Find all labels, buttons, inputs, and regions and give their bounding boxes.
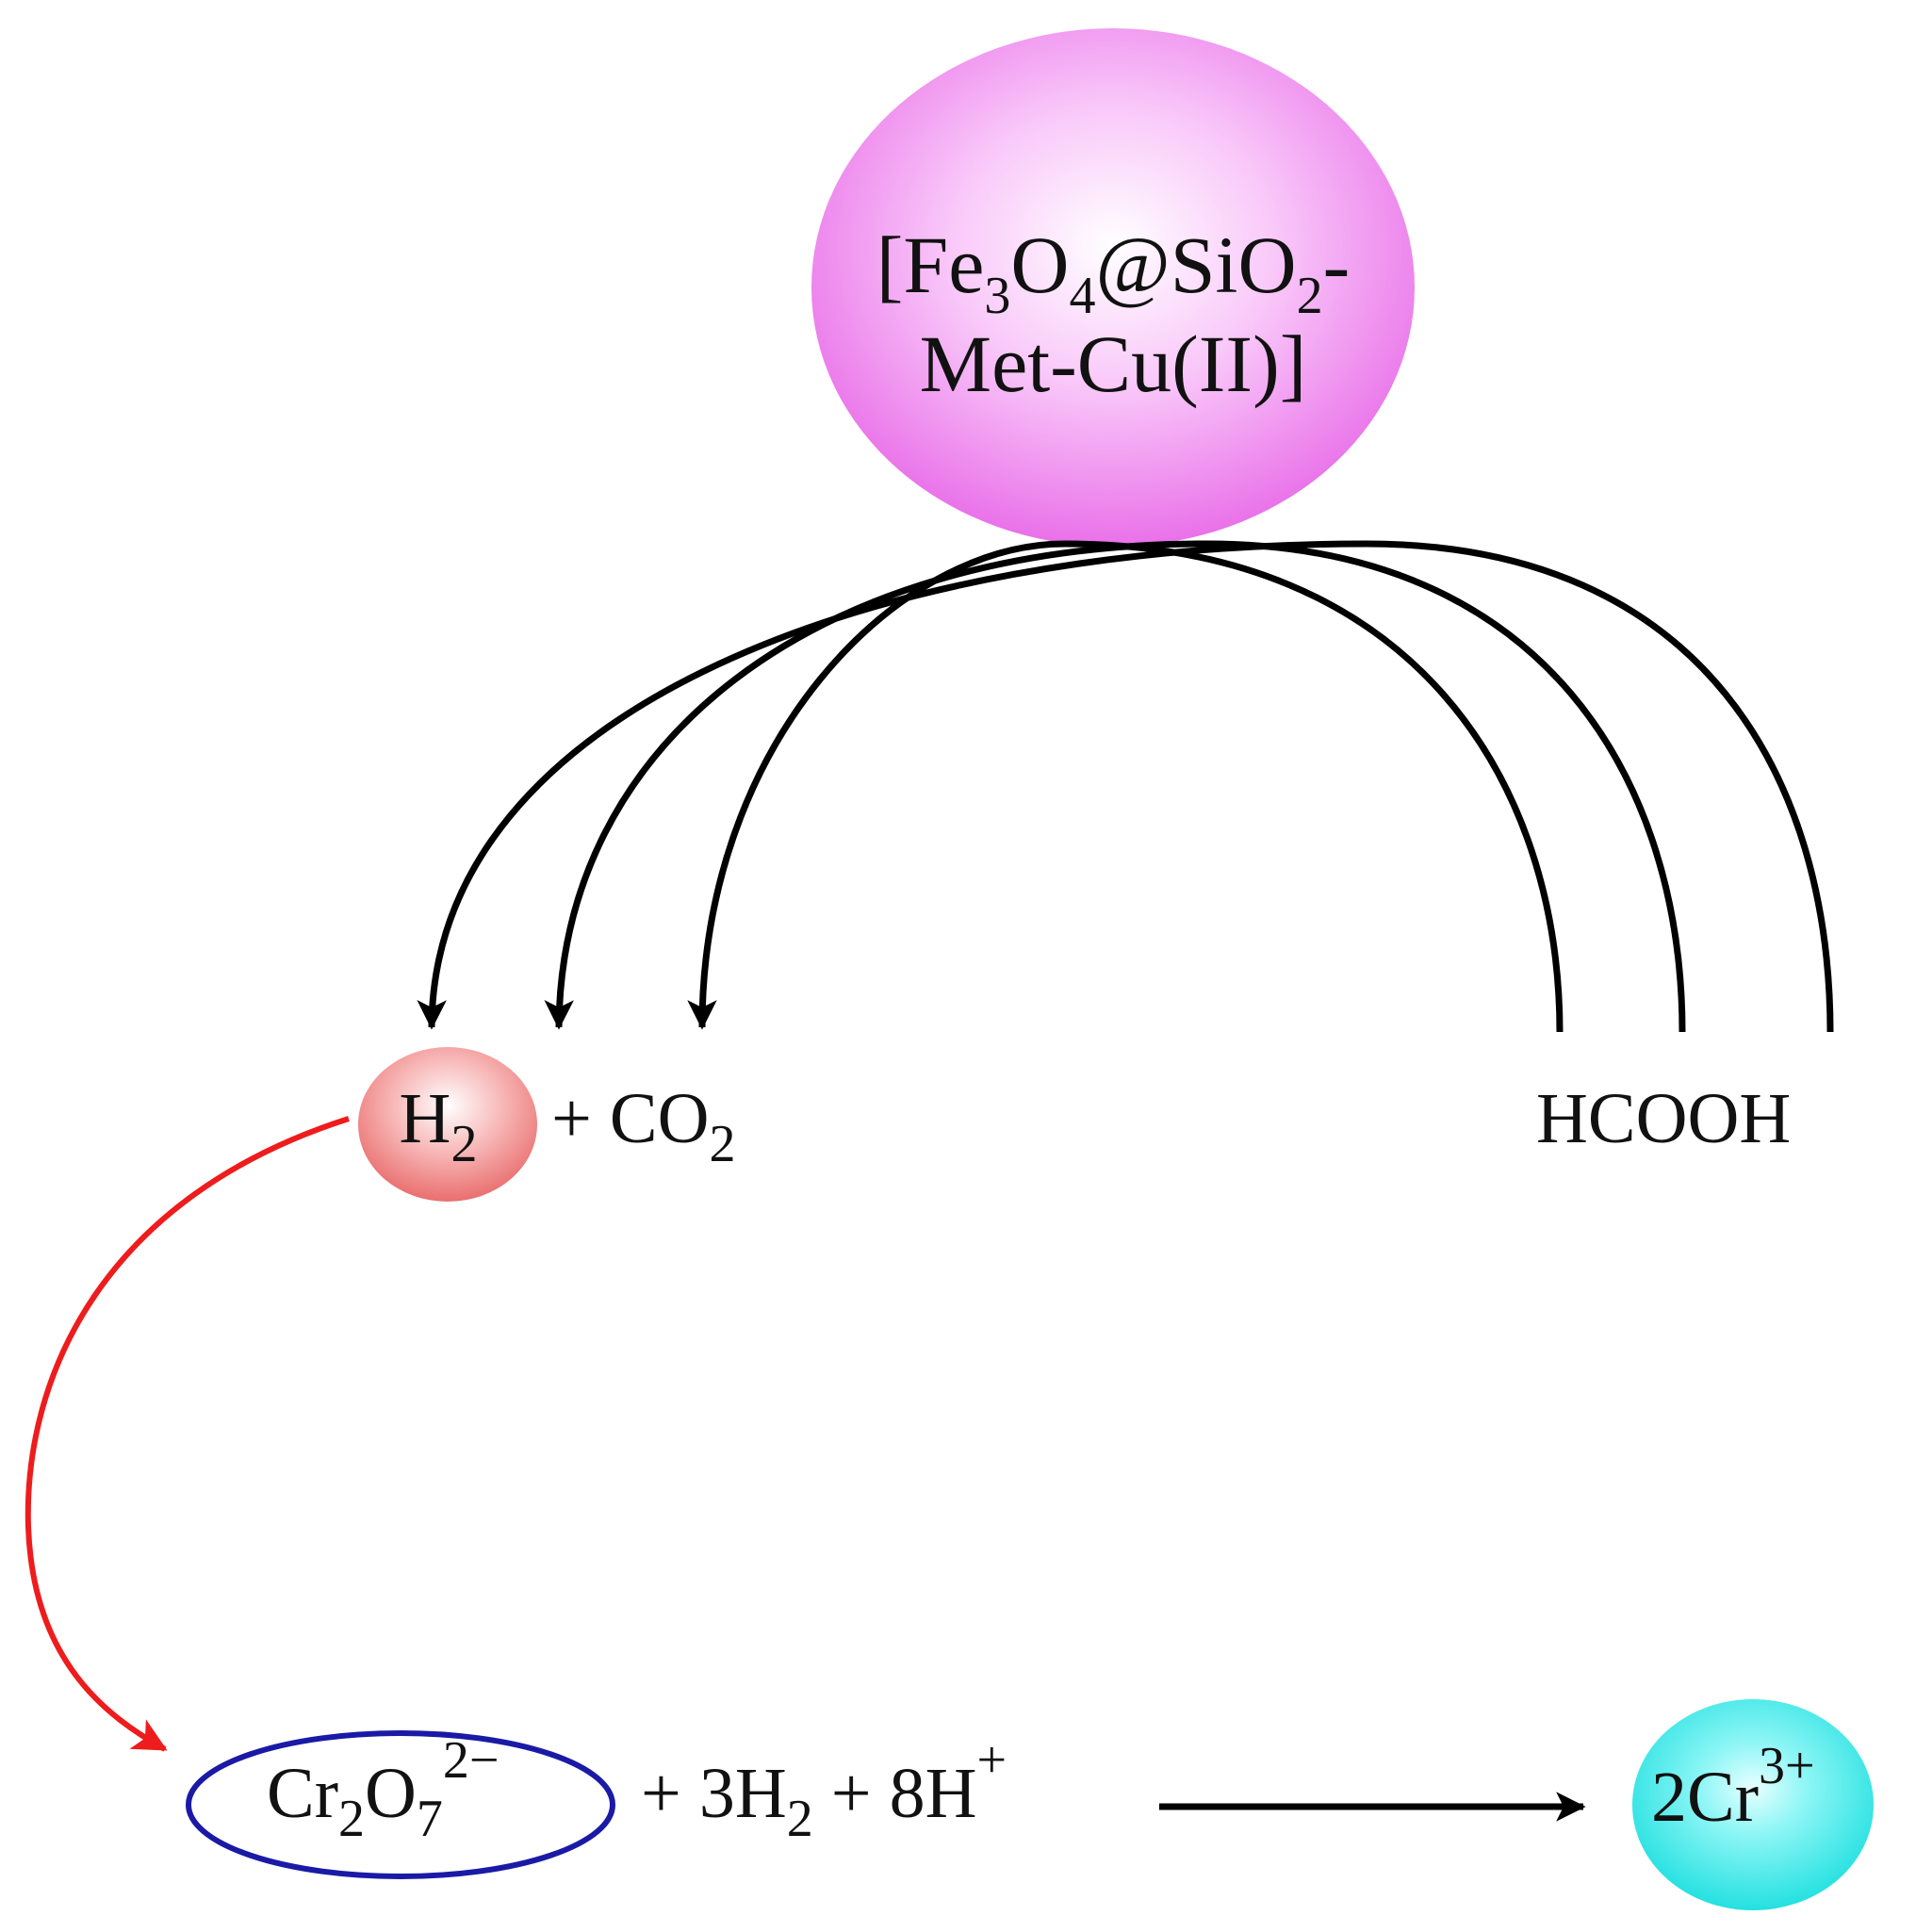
arc-arrow-inner xyxy=(687,540,1564,1033)
catalyst-label-line2: Met-Cu(II)] xyxy=(920,319,1307,409)
dichromate-label: Cr2O72− xyxy=(267,1731,499,1848)
reagents-label: + 3H2 + 8H+ xyxy=(641,1731,1007,1848)
catalyst-node: [Fe3O4@SiO2- Met-Cu(II)] xyxy=(811,28,1415,547)
catalyst-label-line1: [Fe3O4@SiO2- xyxy=(876,220,1350,325)
chromium-label: 2Cr3+ xyxy=(1651,1737,1815,1837)
chromium-sphere xyxy=(1632,1699,1874,1910)
dichromate-node: Cr2O72− xyxy=(186,1730,615,1879)
catalyst-sphere xyxy=(811,28,1415,547)
co2-label: + CO2 xyxy=(551,1079,735,1173)
h2-sphere xyxy=(358,1047,537,1202)
dichromate-ring xyxy=(186,1730,615,1879)
h2-node: H2 xyxy=(358,1047,537,1202)
hcooh-label: HCOOH xyxy=(1536,1079,1791,1158)
decomposition-arrows xyxy=(417,540,1834,1033)
arc-arrow-outer xyxy=(417,540,1834,1033)
arc-arrow-middle xyxy=(544,540,1686,1033)
h2-label: H2 xyxy=(400,1079,478,1173)
chromium-product-node: 2Cr3+ xyxy=(1632,1699,1874,1910)
red-hydrogen-arrow xyxy=(25,1116,350,1752)
